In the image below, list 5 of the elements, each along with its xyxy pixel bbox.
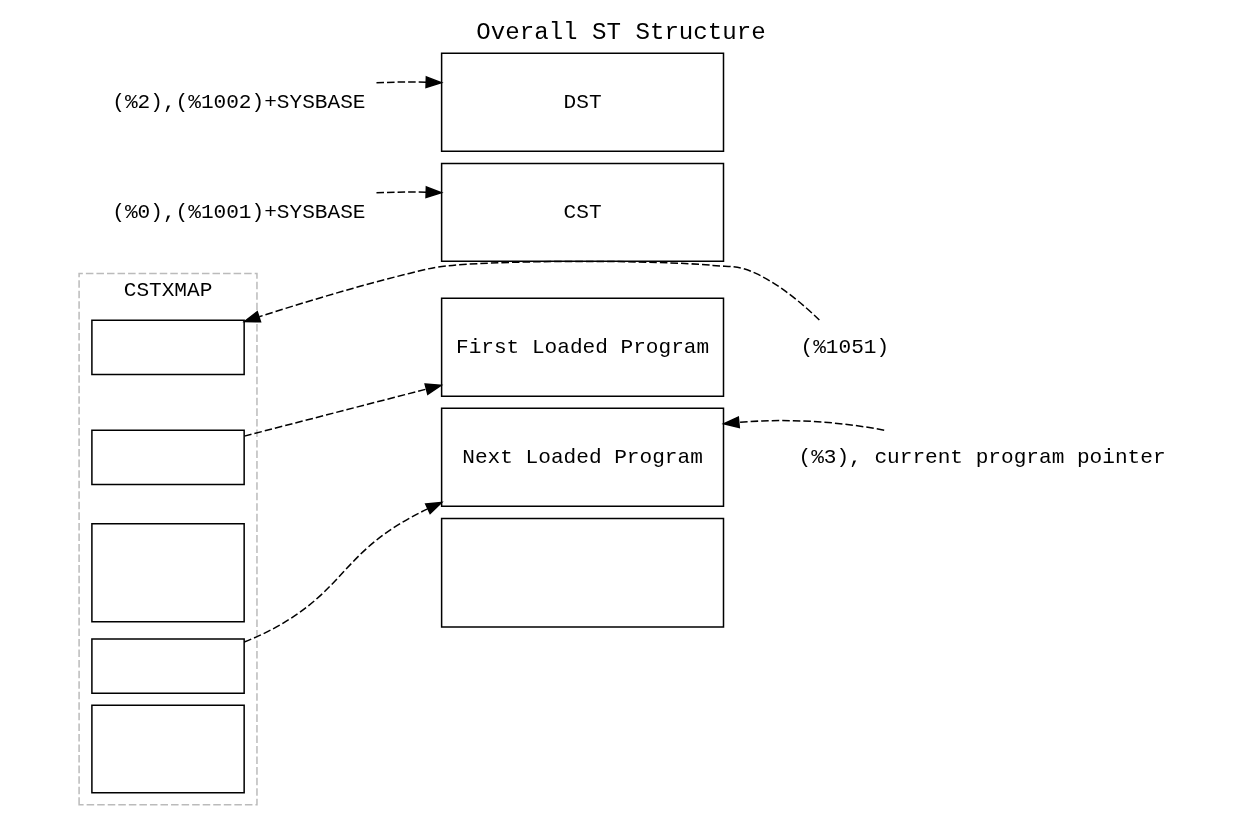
node-text: (%0),(%1001)+SYSBASE — [111, 199, 365, 224]
node-text: (%2),(%1002)+SYSBASE — [111, 89, 365, 114]
node-text: (%1051) — [800, 334, 889, 359]
diagram-title: Overall ST Structure — [475, 19, 766, 47]
node-text: (%3), current program pointer — [797, 444, 1166, 469]
